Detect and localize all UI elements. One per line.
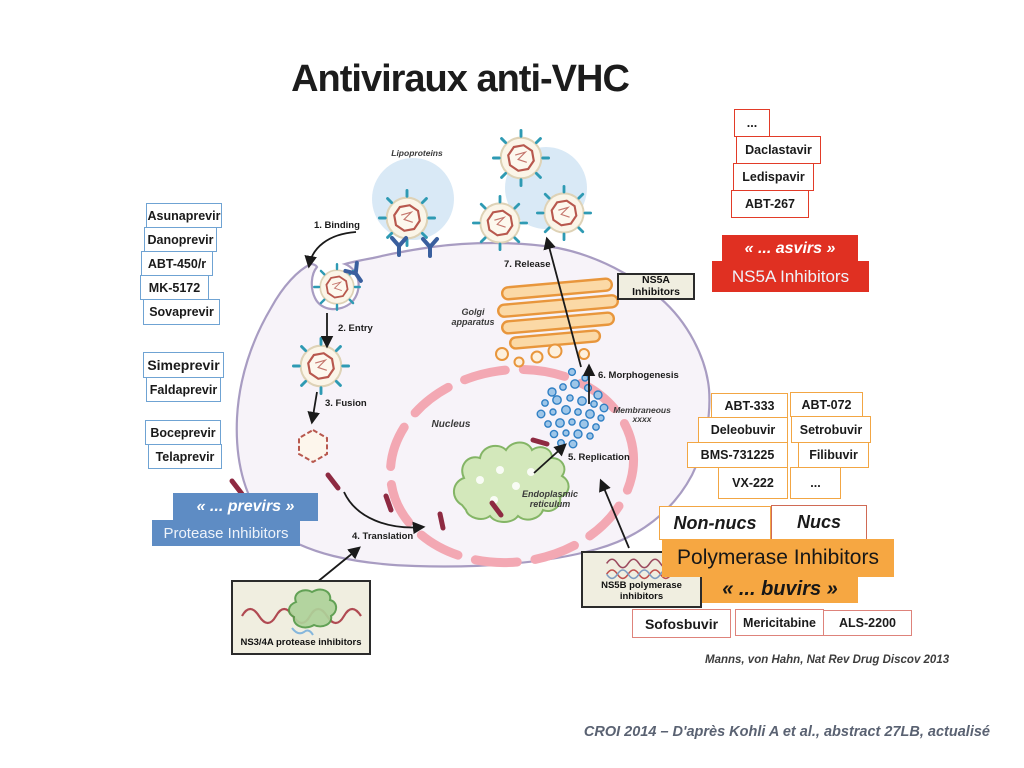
- polymerase-banner-class-text: Polymerase Inhibitors: [677, 546, 879, 569]
- ns34a-target-box: NS3/4A protease inhibitors: [231, 580, 371, 655]
- ns5b-target-label: NS5B polymerase inhibitors: [601, 580, 682, 602]
- step-fusion: 3. Fusion: [325, 398, 367, 409]
- protease-banner-suffix-text: « ... previrs »: [196, 498, 295, 515]
- capsid-hexagon: [298, 428, 328, 464]
- slide-title: Antiviraux anti-VHC: [291, 58, 630, 100]
- ns5a-target-box: NS5A Inhibitors: [617, 273, 695, 300]
- virus-particle: [536, 184, 592, 242]
- protease-art: [241, 588, 362, 636]
- drug-box-ns5a-more: ...: [734, 109, 770, 137]
- drug-box-sovaprevir: Sovaprevir: [143, 299, 220, 325]
- ns5a-banner-suffix-text: « ... asvirs »: [744, 239, 836, 257]
- polymerase-banner-class: Polymerase Inhibitors: [662, 539, 894, 577]
- drug-box-abt267: ABT-267: [731, 190, 809, 218]
- drug-box-abt450r: ABT-450/r: [141, 251, 213, 276]
- drug-box-nucs-more: ...: [790, 467, 841, 499]
- polymerase-banner-suffix: « ... buvirs »: [702, 576, 858, 603]
- drug-box-sofosbuvir: Sofosbuvir: [632, 609, 731, 638]
- step-binding: 1. Binding: [314, 220, 360, 231]
- virus-particle: [292, 337, 351, 395]
- drug-box-asunaprevir: Asunaprevir: [146, 203, 222, 228]
- drug-box-als2200: ALS-2200: [823, 610, 912, 636]
- protease-banner-suffix: « ... previrs »: [173, 493, 318, 521]
- er-label: Endoplasmic reticulum: [521, 489, 578, 509]
- drug-box-vx222: VX-222: [718, 467, 788, 499]
- drug-box-daclastavir: Daclastavir: [736, 136, 821, 164]
- protease-banner-class: Protease Inhibitors: [152, 520, 300, 546]
- drug-box-abt333: ABT-333: [711, 393, 788, 418]
- golgi-vesicles: [495, 343, 590, 368]
- drug-box-mk5172: MK-5172: [140, 275, 209, 300]
- drug-box-danoprevir: Danoprevir: [144, 227, 217, 252]
- ns5a-banner-class: NS5A Inhibitors: [712, 261, 869, 292]
- nucleus-label: Nucleus: [431, 419, 471, 430]
- step-translation: 4. Translation: [352, 531, 414, 542]
- drug-box-abt072: ABT-072: [790, 392, 863, 417]
- step-morphogenesis: 6. Morphogenesis: [598, 370, 679, 381]
- drug-box-bms731225: BMS-731225: [687, 442, 788, 468]
- ns5a-target-label: NS5A Inhibitors: [632, 273, 680, 298]
- nonnucs-box: Non-nucs: [659, 506, 771, 540]
- drug-box-deleobuvir: Deleobuvir: [698, 417, 788, 443]
- drug-box-telaprevir: Telaprevir: [148, 444, 222, 469]
- ns5a-banner-class-text: NS5A Inhibitors: [731, 266, 850, 286]
- footer-citation: CROI 2014 – D'après Kohli A et al., abst…: [583, 724, 990, 740]
- membraneous-label: Membraneous xxxx: [613, 405, 671, 425]
- drug-box-setrobuvir: Setrobuvir: [791, 416, 871, 443]
- nucleus-ring: [385, 364, 639, 568]
- step-replication: 5. Replication: [568, 452, 630, 463]
- drug-box-ledispavir: Ledispavir: [733, 163, 814, 191]
- drug-box-mericitabine: Mericitabine: [735, 609, 824, 636]
- reference-citation: Manns, von Hahn, Nat Rev Drug Discov 201…: [705, 654, 950, 666]
- virus-particle: [492, 128, 550, 188]
- drug-box-faldaprevir: Faldaprevir: [146, 377, 221, 402]
- drug-box-simeprevir: Simeprevir: [143, 352, 224, 378]
- protease-banner-class-text: Protease Inhibitors: [163, 524, 289, 542]
- rna-waves-art: [605, 558, 672, 580]
- polymerase-banner-suffix-text: « ... buvirs »: [722, 578, 838, 600]
- golgi-stack: [497, 277, 619, 350]
- drug-box-boceprevir: Boceprevir: [145, 420, 221, 445]
- ns5b-target-box: NS5B polymerase inhibitors: [581, 551, 702, 608]
- step-release: 7. Release: [504, 259, 551, 270]
- lipoproteins-label: Lipoproteins: [391, 148, 443, 158]
- membraneous-web-dots: [536, 367, 609, 449]
- drug-box-filibuvir: Filibuvir: [798, 442, 869, 468]
- lifecycle-arrows: [304, 231, 630, 584]
- step-entry: 2. Entry: [338, 323, 373, 334]
- golgi-label: Golgi apparatus: [451, 307, 495, 327]
- ns5a-banner-suffix: « ... asvirs »: [722, 235, 858, 262]
- virus-particle: [471, 194, 528, 252]
- nucs-box: Nucs: [771, 505, 867, 540]
- ns34a-target-label: NS3/4A protease inhibitors: [240, 636, 362, 648]
- rna-dashes: [229, 437, 550, 531]
- er-blob: [453, 441, 570, 523]
